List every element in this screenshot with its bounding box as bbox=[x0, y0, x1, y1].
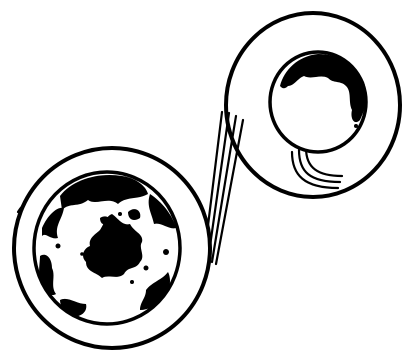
strand-4 bbox=[216, 120, 243, 264]
small-assembly bbox=[226, 13, 400, 197]
large-assembly bbox=[14, 148, 210, 348]
strand-right-2 bbox=[299, 150, 340, 182]
